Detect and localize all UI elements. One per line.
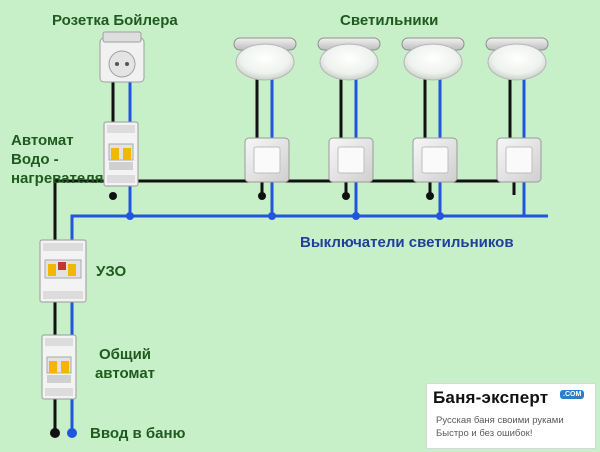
heater-breaker-label-line2: Водо - — [11, 151, 59, 168]
heater-breaker-label-line3: нагревателя — [11, 170, 104, 187]
light-switch-icon — [328, 137, 374, 183]
heater-breaker-icon — [103, 121, 139, 187]
brand-title: Баня-эксперт — [433, 388, 549, 407]
main-breaker-label-line1: Общий — [98, 346, 152, 363]
rcd-label: УЗО — [96, 263, 127, 280]
lamp-switches-label: Выключатели светильников — [300, 234, 514, 251]
brand-tagline-1: Русская баня своими руками — [436, 415, 564, 426]
heater-breaker-label-line1: Автомат — [11, 132, 74, 149]
lamp-icon — [485, 37, 549, 81]
brand-tagline-2: Быстро и без ошибок! — [436, 428, 533, 439]
boiler-socket-label: Розетка Бойлера — [52, 12, 178, 29]
light-switch-icon — [412, 137, 458, 183]
brand-badge: .COM — [560, 390, 585, 399]
lamp-icon — [233, 37, 297, 81]
input-terminals — [50, 428, 77, 438]
lamps-label: Светильники — [340, 12, 439, 29]
rcd-icon — [39, 239, 87, 303]
phase-wires — [53, 64, 526, 432]
lamp-icon — [401, 37, 465, 81]
lamp-icon — [317, 37, 381, 81]
main-breaker-label-line2: автомат — [94, 365, 156, 382]
junction-dots — [109, 192, 434, 200]
boiler-socket-icon — [99, 31, 145, 83]
junction-dots-neutral — [126, 212, 444, 220]
brand-logo: Баня-эксперт .COM Русская баня своими ру… — [426, 383, 596, 449]
main-breaker-icon — [41, 334, 77, 400]
light-switch-icon — [244, 137, 290, 183]
input-label: Ввод в баню — [90, 425, 186, 442]
light-switch-icon — [496, 137, 542, 183]
